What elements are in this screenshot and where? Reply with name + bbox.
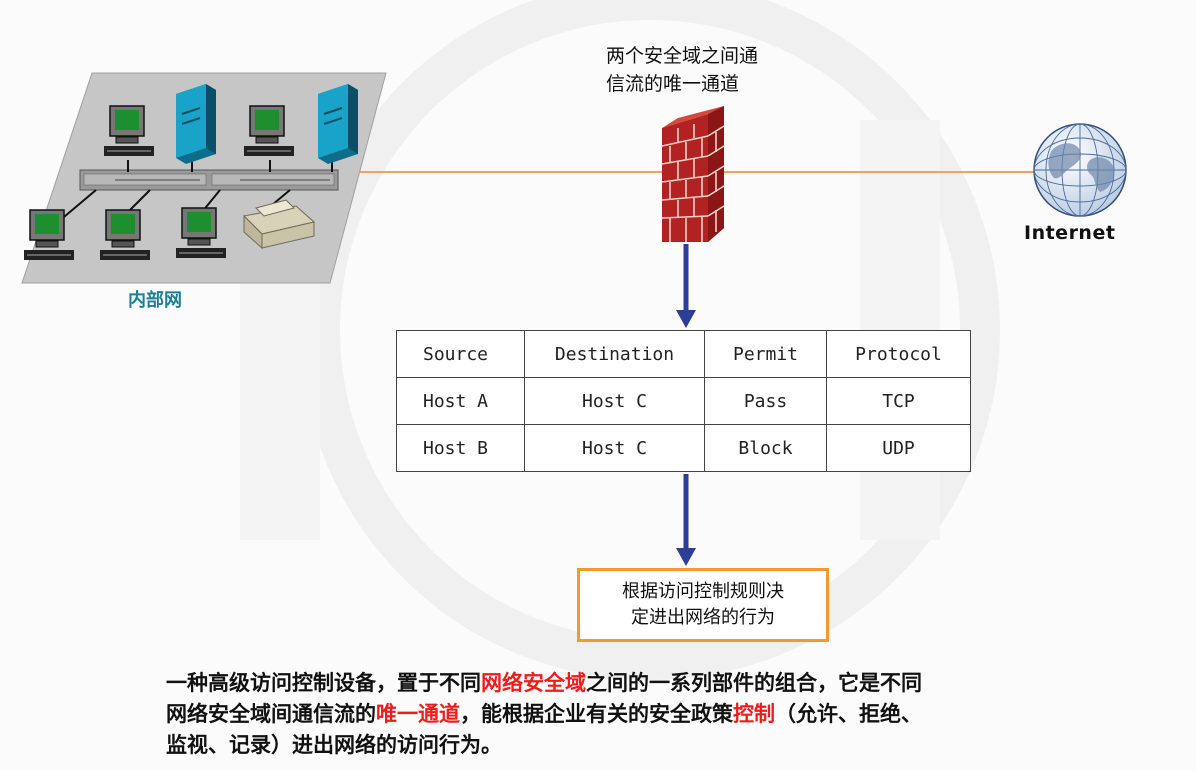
table-row: Host B Host C Block UDP: [396, 424, 971, 472]
highlight-text: 唯一通道: [376, 702, 460, 726]
table-cell: Block: [704, 424, 827, 472]
highlight-text: 控制: [733, 702, 775, 726]
column-header: Protocol: [826, 330, 971, 378]
table-cell: Host C: [524, 377, 705, 425]
arrow-table-to-decision: [676, 474, 696, 566]
table-cell: Pass: [704, 377, 827, 425]
callout-line-2: 信流的唯一通道: [606, 73, 740, 95]
definition-text: 之间的一系列部件的组合，它是不同: [586, 671, 922, 695]
server-icon: [176, 84, 216, 164]
definition-line-3: 监视、记录）进出网络的访问行为。: [166, 733, 502, 757]
column-header: Permit: [704, 330, 827, 378]
decision-box: 根据访问控制规则决 定进出网络的行为: [577, 568, 829, 642]
definition-text: （允许、拒绝、: [775, 702, 922, 726]
internet-label: Internet: [1024, 222, 1116, 244]
highlight-text: 网络安全域: [481, 671, 586, 695]
callout-line-1: 两个安全域之间通: [606, 45, 759, 67]
definition-text: ，能根据企业有关的安全政策: [460, 702, 733, 726]
table-cell: Host A: [396, 377, 525, 425]
definition-text: 一种高级访问控制设备，置于不同: [166, 671, 481, 695]
definition-line-1: 一种高级访问控制设备，置于不同网络安全域之间的一系列部件的组合，它是不同: [166, 668, 1176, 699]
firewall-definition: 一种高级访问控制设备，置于不同网络安全域之间的一系列部件的组合，它是不同 网络安…: [166, 668, 1176, 761]
decision-line-2: 定进出网络的行为: [631, 607, 775, 628]
access-rules-table: Source Destination Permit Protocol Host …: [396, 330, 971, 472]
definition-line-2: 网络安全域间通信流的唯一通道，能根据企业有关的安全政策控制（允许、拒绝、: [166, 699, 1176, 730]
table-cell: UDP: [826, 424, 971, 472]
definition-text: 网络安全域间通信流的: [166, 702, 376, 726]
arrow-firewall-to-table: [676, 244, 696, 328]
column-header: Source: [396, 330, 525, 378]
table-header-row: Source Destination Permit Protocol: [396, 330, 971, 378]
computer-icon: [244, 105, 294, 156]
firewall-icon: [661, 106, 725, 242]
network-switch-icon: [79, 169, 339, 191]
computer-icon: [104, 105, 154, 156]
computer-icon: [24, 209, 74, 260]
firewall-callout: 两个安全域之间通 信流的唯一通道: [606, 42, 836, 98]
computer-icon: [100, 209, 150, 260]
internal-network-label: 内部网: [128, 290, 182, 311]
globe-icon: [1033, 123, 1127, 217]
server-icon: [318, 84, 358, 164]
table-cell: Host B: [396, 424, 525, 472]
table-cell: Host C: [524, 424, 705, 472]
computer-icon: [176, 207, 226, 258]
column-header: Destination: [524, 330, 705, 378]
decision-line-1: 根据访问控制规则决: [622, 581, 784, 602]
printer-icon: [242, 199, 316, 250]
table-cell: TCP: [826, 377, 971, 425]
internal-network-diagram: [21, 72, 387, 284]
table-row: Host A Host C Pass TCP: [396, 377, 971, 425]
